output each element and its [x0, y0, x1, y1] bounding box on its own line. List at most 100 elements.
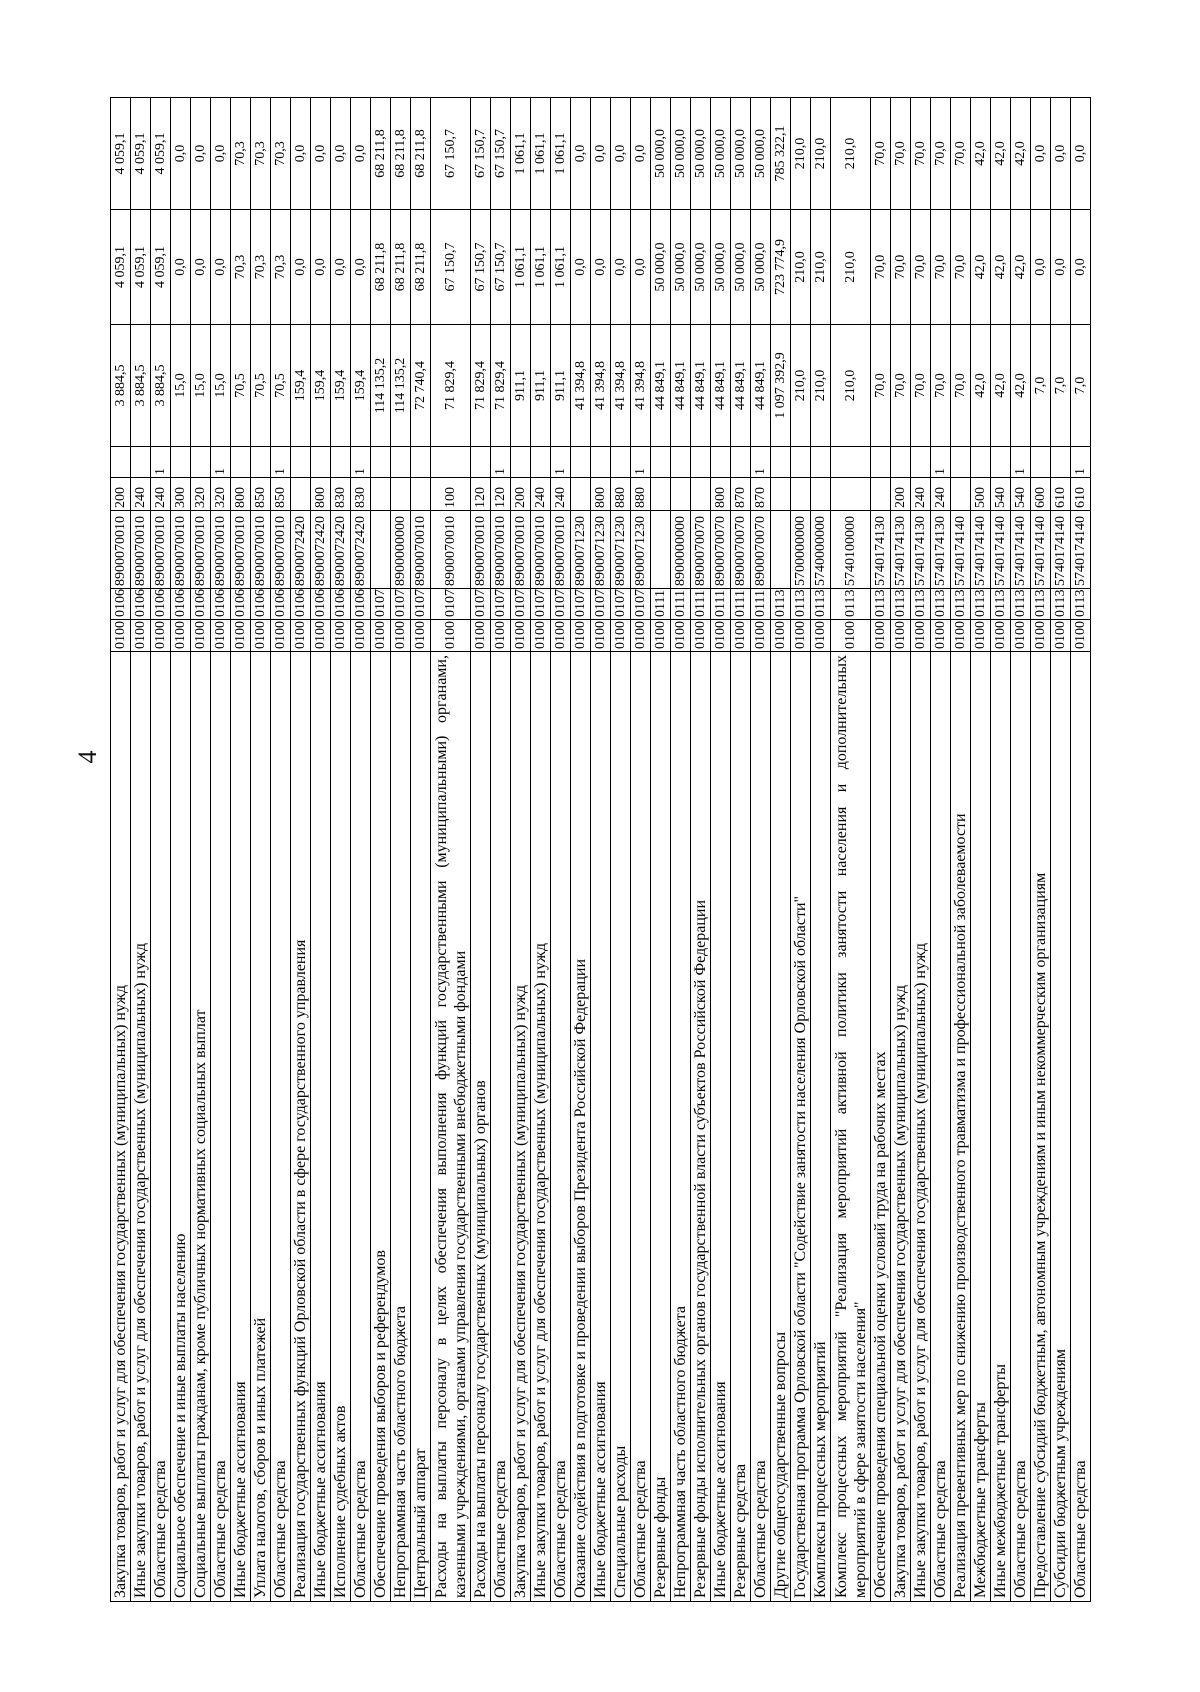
section-code: 0100 [570, 619, 591, 652]
amount-2: 70,0 [930, 209, 951, 325]
amount-3: 0,0 [190, 97, 211, 210]
fund-source-code [1030, 446, 1051, 478]
subsection-code: 0107 [570, 588, 591, 620]
row-name-line: Областные средства [1072, 1460, 1089, 1598]
fund-source-code: 1 [150, 446, 171, 478]
expense-type-code: 800 [230, 477, 251, 511]
amount-3: 70,0 [870, 97, 891, 210]
row-name: Резервные фонды [650, 651, 671, 1602]
amount-1: 70,0 [890, 324, 911, 447]
subsection-code: 0107 [370, 588, 391, 620]
section-code: 0100 [870, 619, 891, 652]
budget-table-sheet: Закупка товаров, работ и услуг для обесп… [110, 97, 1091, 1602]
table-row: Закупка товаров, работ и услуг для обесп… [510, 97, 531, 1602]
amount-2: 0,0 [210, 209, 231, 325]
subsection-code: 0107 [510, 588, 531, 620]
expense-type-code: 240 [910, 477, 931, 511]
amount-3: 67 150,7 [490, 97, 511, 210]
expense-type-code: 240 [150, 477, 171, 511]
amount-1: 71 829,4 [430, 324, 471, 447]
amount-1: 159,4 [350, 324, 371, 447]
table-row: Комплекс процессных мероприятий "Реализа… [830, 97, 871, 1602]
amount-3: 50 000,0 [670, 97, 691, 210]
amount-2: 70,3 [270, 209, 291, 325]
amount-1: 70,0 [910, 324, 931, 447]
table-row: Закупка товаров, работ и услуг для обесп… [110, 97, 131, 1602]
amount-3: 67 150,7 [470, 97, 491, 210]
amount-3: 67 150,7 [430, 97, 471, 210]
subsection-code: 0106 [130, 588, 151, 620]
subsection-code: 0113 [1010, 588, 1031, 620]
subsection-code: 0106 [350, 588, 371, 620]
target-article-code: 5740174140 [1030, 510, 1051, 589]
row-name-line: Социальное обеспечение и иные выплаты на… [172, 1233, 189, 1598]
amount-2: 0,0 [350, 209, 371, 325]
section-code: 0100 [350, 619, 371, 652]
amount-1: 911,1 [530, 324, 551, 447]
amount-2: 0,0 [1070, 209, 1091, 325]
target-article-code: 8900070070 [730, 510, 751, 589]
amount-1: 3 884,5 [110, 324, 131, 447]
target-article-code: 8900070010 [150, 510, 171, 589]
row-name: Закупка товаров, работ и услуг для обесп… [110, 651, 131, 1602]
amount-1: 1 097 392,9 [770, 324, 791, 447]
subsection-code: 0107 [410, 588, 431, 620]
amount-3: 1 061,1 [510, 97, 531, 210]
target-article-code: 8900071230 [590, 510, 611, 589]
row-name-line: Иные закупки товаров, работ и услуг для … [532, 943, 549, 1598]
row-name: Оказание содействия в подготовке и прове… [570, 651, 591, 1602]
row-name: Непрограммная часть областного бюджета [670, 651, 691, 1602]
target-article-code: 8900000000 [670, 510, 691, 589]
row-name-line: Оказание содействия в подготовке и прове… [572, 958, 589, 1598]
expense-type-code: 610 [1050, 477, 1071, 511]
amount-2: 0,0 [1050, 209, 1071, 325]
table-row: Обеспечение проведения специальной оценк… [870, 97, 891, 1602]
amount-1: 41 394,8 [630, 324, 651, 447]
expense-type-code [950, 477, 971, 511]
expense-type-code: 100 [430, 477, 471, 511]
target-article-code: 8900072420 [350, 510, 371, 589]
subsection-code: 0107 [630, 588, 651, 620]
section-code: 0100 [150, 619, 171, 652]
amount-1: 7,0 [1050, 324, 1071, 447]
target-article-code [770, 510, 791, 589]
section-code: 0100 [810, 619, 831, 652]
target-article-code: 5740174130 [890, 510, 911, 589]
amount-3: 0,0 [170, 97, 191, 210]
subsection-code: 0107 [390, 588, 411, 620]
target-article-code: 8900072420 [290, 510, 311, 589]
expense-type-code: 800 [590, 477, 611, 511]
amount-3: 70,0 [950, 97, 971, 210]
section-code: 0100 [430, 619, 471, 652]
row-name-line: Субсидии бюджетным учреждениям [1052, 1349, 1069, 1598]
fund-source-code [310, 446, 331, 478]
subsection-code: 0106 [270, 588, 291, 620]
target-article-code: 5740174140 [970, 510, 991, 589]
expense-type-code: 540 [1010, 477, 1031, 511]
amount-1: 70,0 [930, 324, 951, 447]
amount-3: 0,0 [630, 97, 651, 210]
target-article-code: 8900070010 [130, 510, 151, 589]
section-code: 0100 [290, 619, 311, 652]
target-article-code: 5740174130 [930, 510, 951, 589]
amount-3: 0,0 [1070, 97, 1091, 210]
amount-1: 114 135,2 [390, 324, 411, 447]
amount-1: 41 394,8 [570, 324, 591, 447]
amount-3: 50 000,0 [730, 97, 751, 210]
expense-type-code [790, 477, 811, 511]
section-code: 0100 [330, 619, 351, 652]
section-code: 0100 [630, 619, 651, 652]
target-article-code [370, 510, 391, 589]
amount-2: 70,0 [890, 209, 911, 325]
target-article-code: 8900070010 [550, 510, 571, 589]
amount-3: 1 061,1 [530, 97, 551, 210]
table-row: Реализация превентивных мер по снижению … [950, 97, 971, 1602]
section-code: 0100 [770, 619, 791, 652]
amount-3: 0,0 [310, 97, 331, 210]
row-name: Иные бюджетные ассигнования [710, 651, 731, 1602]
